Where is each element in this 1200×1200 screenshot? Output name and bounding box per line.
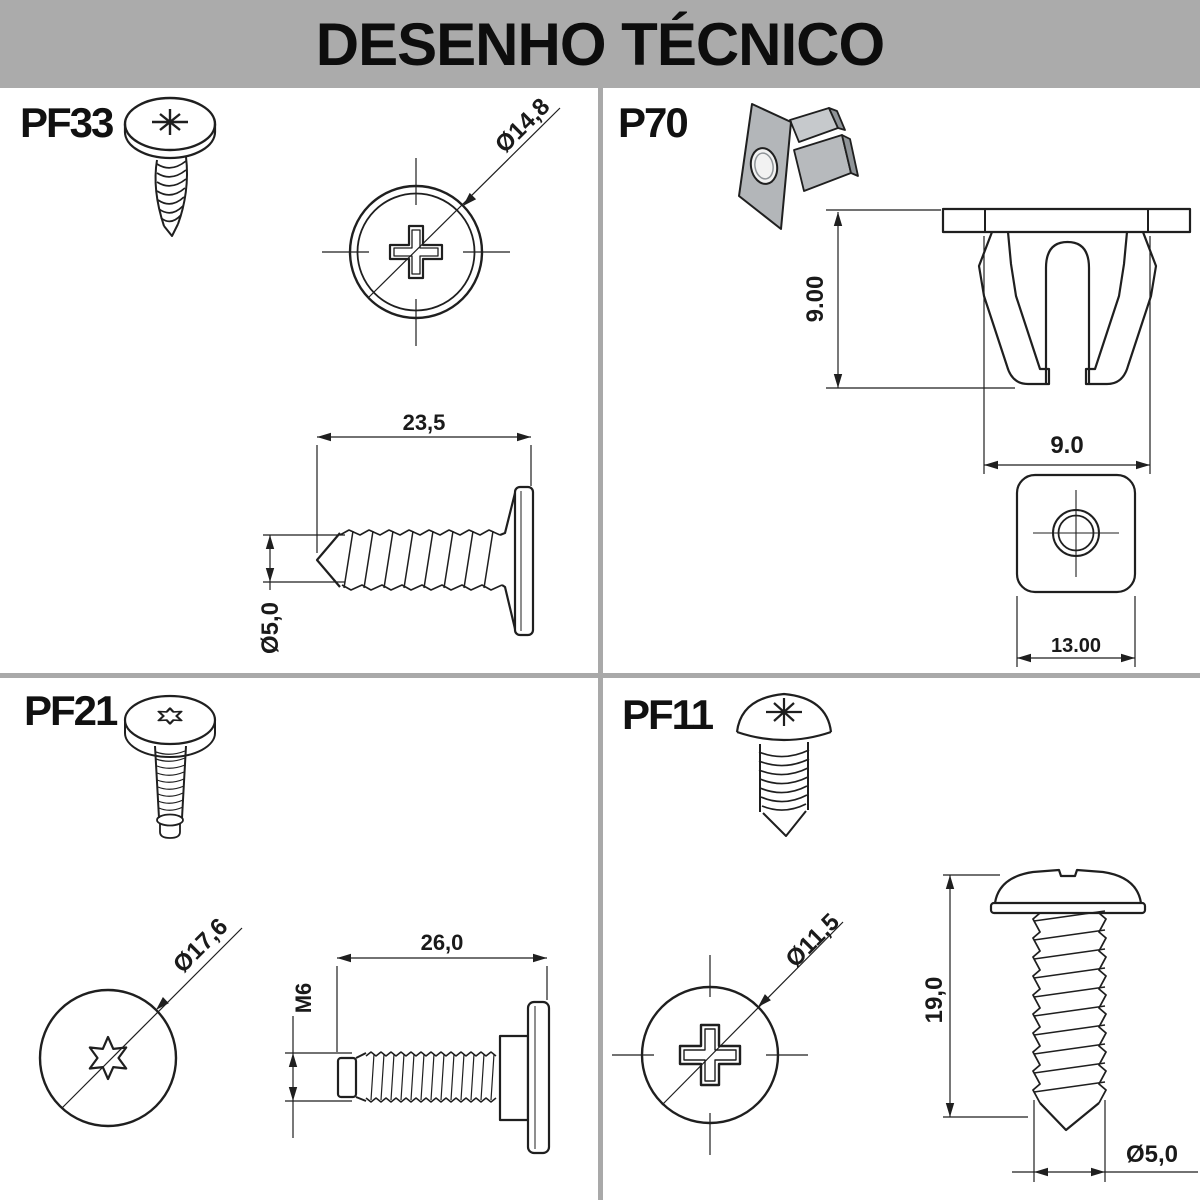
horizontal-divider [0,673,1200,678]
pf33-top-view [322,107,561,346]
part-label-pf21: PF21 [24,687,118,734]
pf11-top-view [612,921,844,1155]
vertical-divider [598,88,603,1200]
pf21-top-view [38,927,243,1128]
pf11-leader-arrow [758,994,771,1007]
p70-plate-width-dim: 13.00 [1051,635,1101,657]
part-label-pf11: PF11 [622,691,714,738]
pf11-side-view [943,868,1198,1182]
pf33-screw-illustration [123,96,217,237]
pf21-thread-dim: M6 [291,983,316,1014]
p70-height-dim: 9.00 [802,276,829,323]
pf21-length-dim: 26,0 [421,930,464,955]
pf11-head-diameter-dim: Ø11,5 [781,909,845,973]
pf33-shank-diameter-dim: Ø5,0 [257,602,284,654]
part-label-p70: P70 [618,99,689,146]
pf33-length-dim: 23,5 [403,410,446,435]
pf11-shank-diameter-dim: Ø5,0 [1126,1141,1178,1168]
p70-bottom-view [1015,473,1137,667]
pf11-length-dim: 19,0 [921,977,948,1024]
p70-side-view [826,207,1192,474]
pf11-screw-illustration [735,692,833,837]
pf33-leader-arrow [463,192,477,206]
pf21-side-view [285,953,551,1155]
page-title: DESENHO TÉCNICO [315,10,885,78]
pf21-leader-arrow [156,997,169,1010]
pf21-screw-illustration [123,694,217,839]
part-label-pf33: PF33 [20,99,114,146]
header-bar: DESENHO TÉCNICO [0,0,1200,88]
pf33-head-diameter-dim: Ø14,8 [490,93,555,158]
p70-clip-illustration [738,103,859,230]
p70-clip-width-dim: 9.0 [1050,432,1083,459]
pf33-side-view [263,432,535,637]
